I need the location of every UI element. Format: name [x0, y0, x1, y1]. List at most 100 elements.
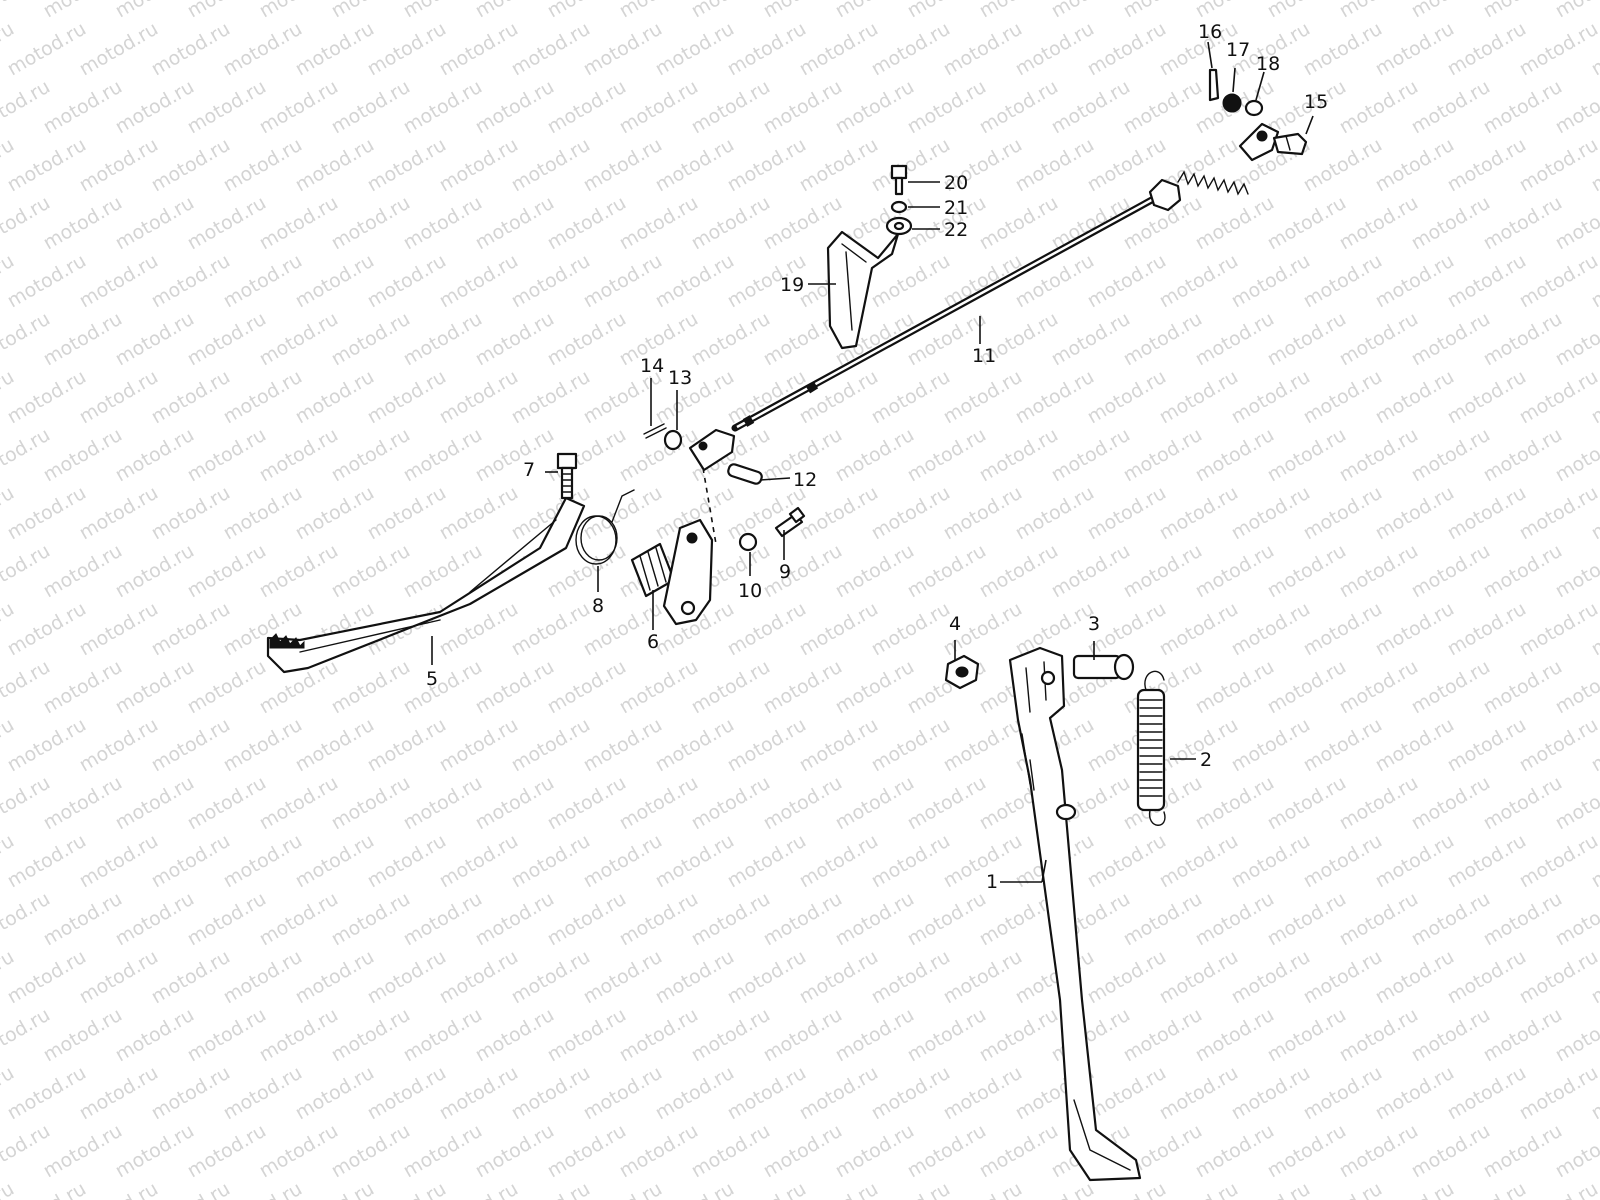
watermark-text: motod.ru — [724, 598, 810, 661]
watermark-text: motod.ru — [544, 76, 630, 139]
watermark-text: motod.ru — [292, 250, 378, 313]
watermark-text: motod.ru — [148, 598, 234, 661]
watermark-text: motod.ru — [364, 482, 450, 545]
watermark-text: motod.ru — [148, 946, 234, 1009]
watermark-text: motod.ru — [364, 830, 450, 893]
watermark-text: motod.ru — [472, 424, 558, 487]
watermark-text: motod.ru — [76, 946, 162, 1009]
watermark-text: motod.ru — [1336, 308, 1422, 371]
watermark-text: motod.ru — [400, 192, 486, 255]
watermark-text: motod.ru — [1372, 250, 1458, 313]
watermark-text: motod.ru — [580, 482, 666, 545]
watermark-text: motod.ru — [508, 946, 594, 1009]
watermark-text: motod.ru — [940, 830, 1026, 893]
part-8-spring — [575, 489, 635, 565]
watermark-text: motod.ru — [148, 366, 234, 429]
watermark-text: motod.ru — [940, 18, 1026, 81]
watermark-text: motod.ru — [40, 1004, 126, 1067]
watermark-text: motod.ru — [1228, 482, 1314, 545]
part-13-washer — [663, 429, 683, 451]
watermark-text: motod.ru — [1048, 192, 1134, 255]
watermark-text: motod.ru — [472, 1004, 558, 1067]
watermark-text: motod.ru — [1372, 134, 1458, 197]
watermark-text: motod.ru — [1264, 1004, 1350, 1067]
watermark-text: motod.ru — [580, 830, 666, 893]
watermark-text: motod.ru — [256, 424, 342, 487]
watermark-text: motod.ru — [904, 888, 990, 951]
part-18-washer — [1244, 99, 1264, 117]
label-17: 17 — [1226, 39, 1250, 61]
watermark-text: motod.ru — [256, 76, 342, 139]
watermark-text: motod.ru — [1444, 482, 1530, 545]
watermark-text: motod.ru — [1192, 192, 1278, 255]
watermark-text: motod.ru — [796, 1062, 882, 1125]
watermark-text: motod.ru — [1480, 192, 1566, 255]
label-19: 19 — [780, 274, 804, 296]
part-16-cotter-pin — [1208, 68, 1220, 102]
watermark-text: motod.ru — [148, 134, 234, 197]
watermark-text: motod.ru — [868, 18, 954, 81]
watermark-text: motod.ru — [1228, 830, 1314, 893]
watermark-text: motod.ru — [220, 134, 306, 197]
watermark-text: motod.ru — [4, 366, 90, 429]
watermark-text: motod.ru — [508, 1062, 594, 1125]
watermark-text: motod.ru — [1156, 598, 1242, 661]
watermark-text: motod.ru — [328, 772, 414, 835]
watermark-text: motod.ru — [976, 1004, 1062, 1067]
watermark-text: motod.ru — [472, 888, 558, 951]
watermark-text: motod.ru — [724, 714, 810, 777]
watermark-text: motod.ru — [1516, 1062, 1600, 1125]
watermark-text: motod.ru — [1012, 482, 1098, 545]
part-20-bolt — [890, 164, 908, 196]
watermark-text: motod.ru — [1480, 540, 1566, 603]
watermark-text: motod.ru — [184, 308, 270, 371]
watermark-text: motod.ru — [1336, 424, 1422, 487]
watermark-text: motod.ru — [220, 250, 306, 313]
watermark-text: motod.ru — [40, 656, 126, 719]
watermark-text: motod.ru — [76, 598, 162, 661]
watermark-text: motod.ru — [364, 946, 450, 1009]
watermark-text: motod.ru — [976, 192, 1062, 255]
watermark-text: motod.ru — [112, 424, 198, 487]
watermark-text: motod.ru — [292, 366, 378, 429]
watermark-text: motod.ru — [508, 134, 594, 197]
watermark-text: motod.ru — [220, 18, 306, 81]
label-22: 22 — [944, 219, 968, 241]
watermark-text: motod.ru — [1516, 830, 1600, 893]
watermark-text: motod.ru — [220, 366, 306, 429]
watermark-text: motod.ru — [76, 1062, 162, 1125]
watermark-text: motod.ru — [436, 18, 522, 81]
watermark-text: motod.ru — [148, 714, 234, 777]
watermark-text: motod.ru — [832, 1004, 918, 1067]
watermark-text: motod.ru — [688, 1120, 774, 1183]
watermark-text: motod.ru — [1012, 366, 1098, 429]
watermark-text: motod.ru — [328, 1004, 414, 1067]
watermark-text: motod.ru — [40, 424, 126, 487]
watermark-text: motod.ru — [688, 76, 774, 139]
watermark-text: motod.ru — [580, 18, 666, 81]
watermark-text: motod.ru — [292, 1062, 378, 1125]
watermark-text: motod.ru — [1192, 1004, 1278, 1067]
watermark-text: motod.ru — [1192, 656, 1278, 719]
watermark-text: motod.ru — [796, 482, 882, 545]
watermark-text: motod.ru — [1264, 308, 1350, 371]
label-8: 8 — [592, 595, 604, 617]
watermark-text: motod.ru — [436, 482, 522, 545]
watermark-text: motod.ru — [904, 76, 990, 139]
watermark-text: motod.ru — [1372, 18, 1458, 81]
watermark-text: motod.ru — [616, 76, 702, 139]
watermark-text: motod.ru — [1264, 192, 1350, 255]
label-3: 3 — [1088, 613, 1100, 635]
watermark-text: motod.ru — [976, 540, 1062, 603]
watermark-text: motod.ru — [220, 714, 306, 777]
watermark-text: motod.ru — [1516, 714, 1600, 777]
watermark-text: motod.ru — [1048, 76, 1134, 139]
watermark-text: motod.ru — [940, 714, 1026, 777]
watermark-text: motod.ru — [796, 714, 882, 777]
watermark-text: motod.ru — [4, 830, 90, 893]
watermark-text: motod.ru — [4, 250, 90, 313]
watermark-text: motod.ru — [1372, 830, 1458, 893]
watermark-text: motod.ru — [436, 714, 522, 777]
watermark-text: motod.ru — [1084, 946, 1170, 1009]
watermark-text: motod.ru — [148, 250, 234, 313]
